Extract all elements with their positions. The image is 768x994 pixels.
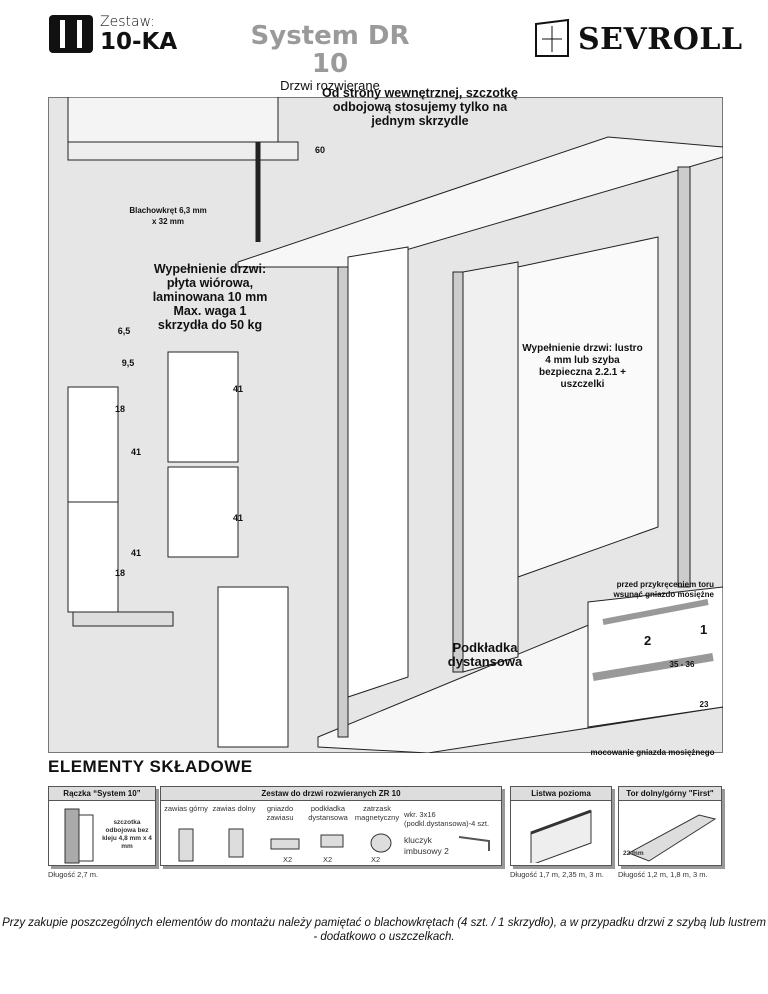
footer-note: Przy zakupie poszczególnych elementów do… (2, 917, 766, 943)
qty-socket: X2 (283, 855, 293, 864)
system-title: System DR 10 (250, 21, 410, 79)
kit-screw: wkr. 3x16 (podkl.dystansowa)-4 szt. (404, 810, 490, 828)
section-title: ELEMENTY SKŁADOWE (48, 757, 253, 776)
kit-code: 10-KA (100, 29, 178, 55)
rail-length: Długość 1,7 m, 2,35 m, 3 m. (510, 870, 604, 879)
dim-41: 41 (232, 513, 243, 523)
rail-box: Listwa pozioma (510, 786, 612, 866)
assembly-drawing (67, 97, 723, 753)
handle-profile-icon (64, 808, 94, 864)
brand-name: SEVROLL (578, 22, 743, 57)
dim-18: 18 (114, 404, 125, 414)
door-panel-board (347, 246, 409, 698)
handle-profile-left (337, 266, 349, 738)
track-profile-icon (627, 814, 717, 862)
kit-box: Zestaw do drzwi rozwieranych ZR 10 zawia… (160, 786, 502, 866)
cabinet-top (237, 136, 723, 268)
dim-41: 41 (130, 548, 141, 558)
track-title: Tor dolny/górny "First" (619, 787, 721, 801)
track-mount-detail (587, 586, 723, 728)
handle-title: Rączka “System 10” (49, 787, 155, 801)
kit-item-top-hinge: zawias górny (164, 804, 208, 813)
kit-id: Zestaw: 10-KA (100, 14, 177, 54)
step-2: 2 (644, 633, 652, 648)
dim-18: 18 (114, 568, 125, 578)
kit-key: kluczyk imbusowy 2 (404, 835, 449, 856)
profile-detail (217, 586, 289, 748)
dim-35-36: 35 - 36 (669, 660, 695, 669)
hinge-detail-2 (167, 351, 239, 463)
rail-title: Listwa pozioma (511, 787, 611, 801)
door-frame (462, 261, 519, 673)
qty-spacer: X2 (323, 855, 333, 864)
dim-9-5: 9,5 (121, 358, 135, 368)
hex-key-icon (458, 836, 490, 851)
handle-length: Długość 2,7 m. (48, 870, 99, 879)
step-1: 1 (700, 622, 708, 637)
mount-caption: mocowanie gniazda mosiężnego (590, 748, 715, 757)
kit-item-magnetic-catch: zatrzask magnetyczny (354, 804, 400, 822)
spacer-label: Podkładka dystansowa (447, 640, 523, 669)
dim-23: 23 (699, 700, 709, 709)
track-box: Tor dolny/górny "First" 22 mm (618, 786, 722, 866)
door-panel-glass (517, 236, 659, 578)
rail-profile-icon (530, 809, 592, 863)
kit-item-bottom-hinge: zawias dolny (212, 804, 256, 813)
dim-60: 60 (314, 145, 325, 155)
handle-profile-right (452, 271, 464, 673)
kit-title: Zestaw do drzwi rozwieranych ZR 10 (161, 787, 501, 801)
handle-note: szczotka odbojowa bez kleju 4,8 mm x 4 m… (102, 819, 152, 850)
track-length: Długość 1,2 m, 1,8 m, 3 m. (618, 870, 708, 879)
track-dim: 22 mm (623, 850, 644, 857)
fill-glass-label: Wypełnienie drzwi: lustro 4 mm lub szyba… (522, 343, 643, 390)
handle-box: Rączka “System 10” szczotka odbojowa bez… (48, 786, 156, 866)
qty-catch: X2 (371, 855, 381, 864)
kit-item-spacer: podkładka dystansowa (308, 804, 348, 822)
dim-41: 41 (130, 447, 141, 457)
door-kit-icon (49, 15, 93, 53)
kit-item-hinge-socket: gniazdo zawiasu (266, 804, 294, 822)
track-note: przed przykręceniem toru wsunąć gniazdo … (613, 580, 714, 599)
system-title-block: System DR 10 Drzwi rozwierane (230, 22, 430, 93)
dim-41: 41 (232, 384, 243, 394)
track-detail (72, 611, 174, 627)
system-subtitle: Drzwi rozwierane (280, 78, 380, 93)
dim-6-5: 6,5 (117, 326, 131, 336)
note-top: Od strony wewnętrznej, szczotkę odbojową… (322, 86, 518, 128)
kit-parts-icons (178, 828, 392, 862)
sevroll-logo-icon (535, 18, 569, 57)
screw-label: Blachowkręt 6,3 mm x 32 mm (129, 206, 207, 226)
fill-board-label: Wypełnienie drzwi: płyta wiórowa, lamino… (152, 262, 268, 332)
kit-label: Zestaw: (100, 14, 155, 30)
